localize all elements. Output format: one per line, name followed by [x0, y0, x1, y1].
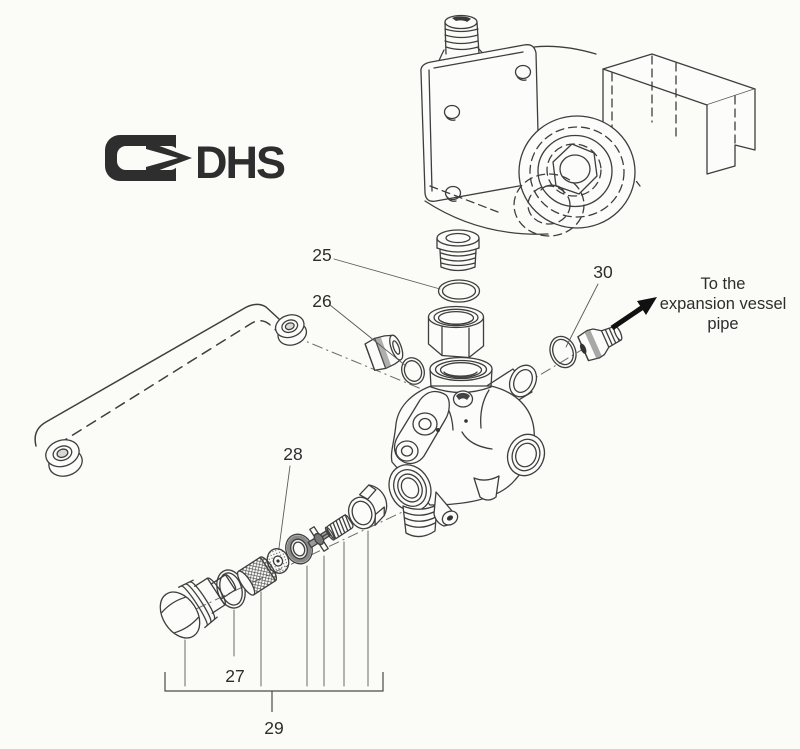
fitting-30-group	[549, 325, 623, 369]
callout-29: 29	[264, 718, 283, 738]
callout-26: 26	[312, 291, 331, 311]
pump-flange-plate	[420, 44, 540, 202]
callout-28: 28	[283, 444, 302, 464]
dhs-logo-text: DHS	[195, 137, 285, 188]
filter-screen	[236, 556, 278, 596]
arrow-right-icon	[105, 131, 202, 185]
valve-top-boss	[452, 390, 474, 423]
vessel-pipe-fitting	[577, 325, 623, 362]
valve-side-lug	[393, 390, 450, 465]
callout-25: 25	[312, 245, 331, 265]
callout-30: 30	[593, 262, 613, 282]
pump-terminal-box	[602, 53, 756, 187]
callout-27: 27	[225, 666, 244, 686]
dhs-logo: DHS	[105, 131, 287, 188]
bypass-pipe-drawing	[34, 303, 308, 477]
valve-center-stub	[473, 475, 500, 501]
union-nut	[427, 305, 485, 359]
pump-motor	[424, 45, 636, 235]
fitting-26-group	[364, 334, 425, 385]
check-valve-plug	[159, 574, 237, 639]
o-ring-26	[401, 357, 425, 385]
pump-bottom-port	[513, 173, 585, 237]
check-valve-assembly	[159, 484, 388, 639]
pipe-flange-left	[45, 439, 83, 477]
pump-drawing	[420, 14, 756, 237]
o-ring-30	[549, 335, 577, 369]
valve-right-port	[506, 433, 546, 477]
leader-lines	[184, 258, 599, 687]
pipe-flange-right	[274, 314, 308, 346]
valve-drain-stub	[433, 491, 459, 527]
note-line-1: To the	[701, 275, 746, 293]
filter-disc	[266, 548, 290, 574]
assembly-bracket	[164, 672, 384, 712]
note-line-3: pipe	[707, 315, 738, 333]
valve-spring	[324, 514, 354, 541]
spring-cage	[347, 484, 388, 530]
o-ring-25	[437, 279, 481, 303]
expansion-vessel-note: To the expansion vessel pipe	[660, 275, 787, 333]
hex-fitting	[364, 334, 404, 371]
valve-seat	[285, 533, 313, 565]
valve-top-collar	[429, 356, 493, 394]
expansion-vessel-arrow-icon	[610, 297, 657, 331]
note-line-2: expansion vessel	[660, 295, 787, 313]
union-plug	[436, 229, 480, 272]
valve-body-drawing	[388, 356, 546, 538]
valve-bottom-stub	[402, 504, 438, 538]
